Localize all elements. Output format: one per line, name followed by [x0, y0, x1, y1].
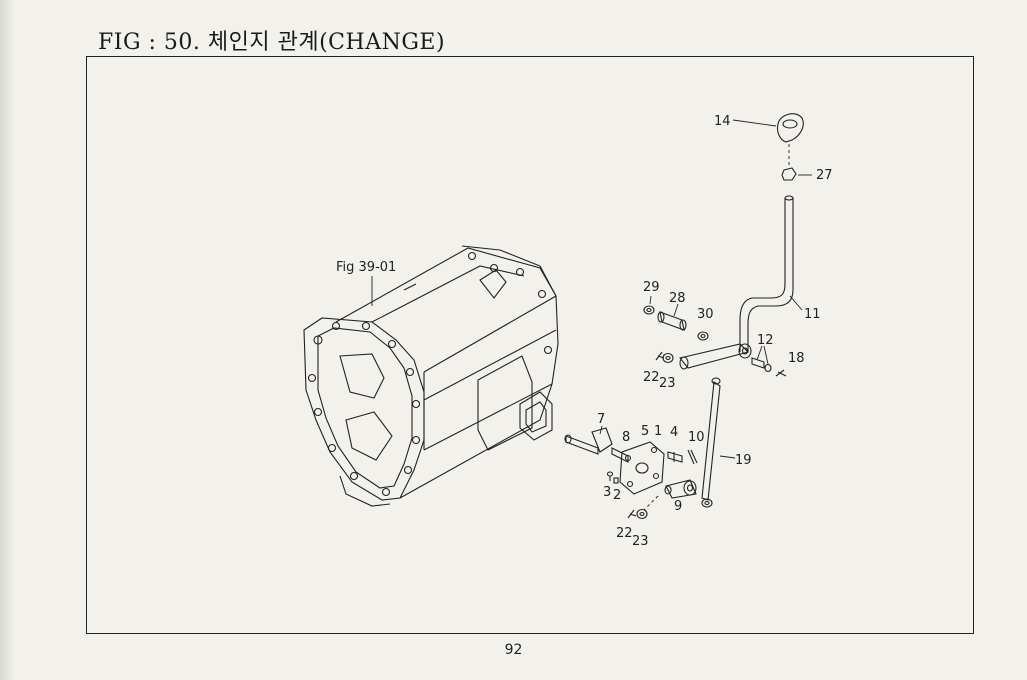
- callout-7: 7: [597, 412, 605, 427]
- callout-19: 19: [735, 453, 752, 468]
- part-4-bolt: [667, 451, 683, 463]
- callout-23-upper: 23: [659, 376, 676, 391]
- leader-12b: [763, 345, 769, 365]
- leader-11: [789, 295, 803, 311]
- leader-7: [599, 425, 603, 435]
- lever-bracket: [679, 343, 752, 370]
- leader-14: [732, 119, 777, 127]
- callout-4: 4: [670, 425, 678, 440]
- callout-29: 29: [643, 280, 660, 295]
- callout-2: 2: [613, 488, 621, 503]
- leader-12a: [756, 345, 763, 361]
- part-18-clip: [775, 369, 787, 377]
- callout-12: 12: [757, 333, 774, 348]
- part-1-cover-plate: [619, 441, 665, 495]
- callout-18: 18: [788, 351, 805, 366]
- part-23-washer-upper: [662, 352, 674, 364]
- part-14-shift-knob: [776, 113, 804, 143]
- callout-30: 30: [697, 307, 714, 322]
- part-10-spring-pin: [687, 449, 698, 465]
- part-19-rod: [701, 377, 721, 508]
- part-30-washer: [697, 331, 709, 341]
- callout-22-lower: 22: [616, 526, 633, 541]
- callout-22-upper: 22: [643, 370, 660, 385]
- part-29-washer: [643, 305, 655, 315]
- callout-8: 8: [622, 430, 630, 445]
- assembly-line-9: [643, 495, 659, 511]
- figure-title: FIG : 50. 체인지 관계(CHANGE): [98, 30, 446, 55]
- part-27-nut: [781, 167, 797, 181]
- scan-edge-shading: [0, 0, 14, 680]
- part-9-lever: [664, 479, 697, 499]
- callout-28: 28: [669, 291, 686, 306]
- part-22-clip-upper: [655, 351, 665, 361]
- callout-5: 5: [641, 424, 649, 439]
- part-11-shift-lever: [739, 195, 794, 352]
- page-number: 92: [504, 642, 523, 658]
- part-22-clip-lower: [627, 509, 637, 519]
- part-12-pin: [751, 357, 772, 373]
- part-28-pin: [657, 311, 687, 331]
- part-8-shaft: [611, 447, 629, 463]
- part-23-washer-lower: [636, 508, 648, 520]
- diagram-frame: [86, 56, 974, 634]
- part-7-shaft: [564, 427, 613, 455]
- transmission-case: [303, 245, 559, 507]
- leader-29: [649, 295, 652, 305]
- callout-9: 9: [674, 499, 682, 514]
- callout-10: 10: [688, 430, 705, 445]
- part-2-washer: [613, 477, 619, 484]
- figure-reference-label: Fig 39-01: [336, 260, 396, 275]
- callout-1: 1: [654, 424, 662, 439]
- leader-19: [719, 455, 736, 459]
- leader-28: [673, 303, 679, 317]
- part-3-screw: [606, 471, 614, 481]
- callout-3: 3: [603, 485, 611, 500]
- callout-27: 27: [816, 168, 833, 183]
- callout-14: 14: [714, 114, 731, 129]
- callout-23-lower: 23: [632, 534, 649, 549]
- callout-11: 11: [804, 307, 821, 322]
